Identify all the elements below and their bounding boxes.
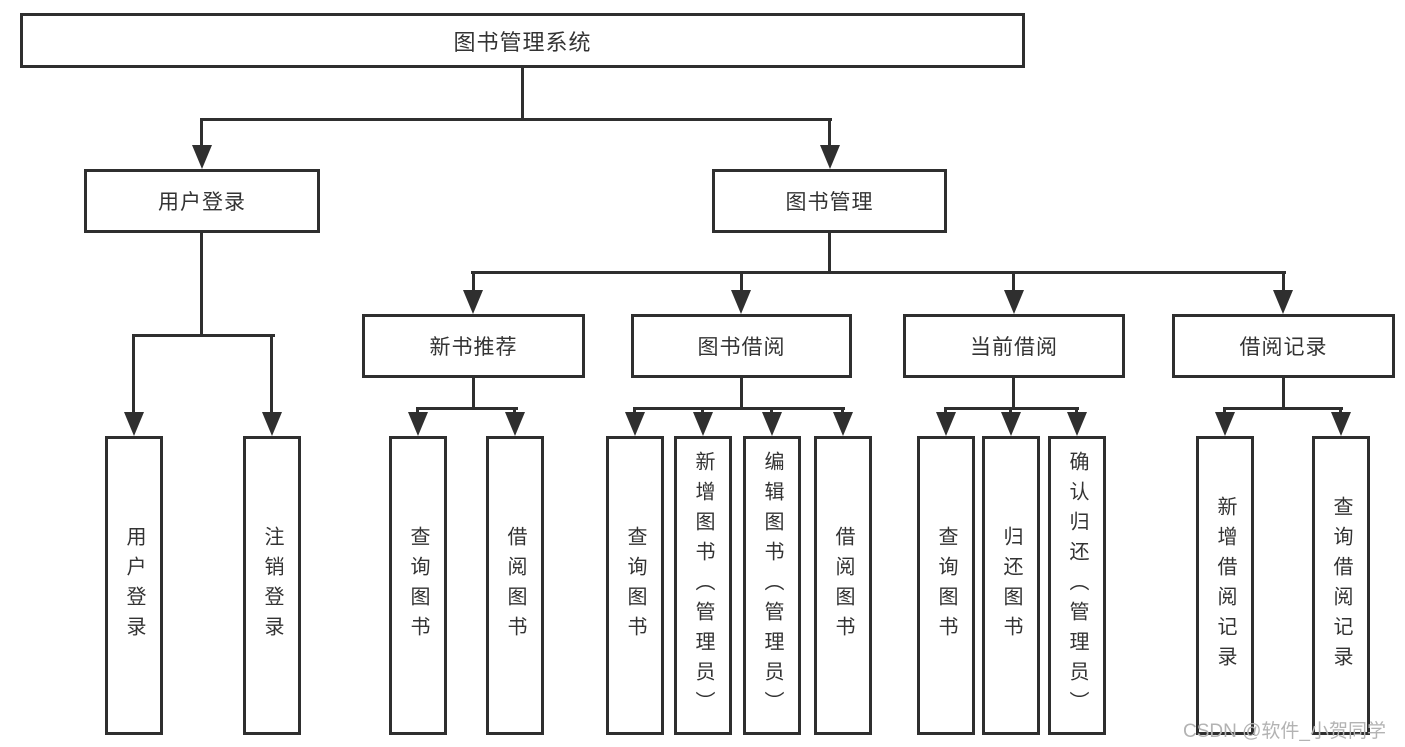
- leaf-confirm-return-admin-label: 确认归还（管理员）: [1066, 450, 1088, 721]
- leaf-edit-book-admin: 编辑图书（管理员）: [743, 436, 801, 735]
- connector-userlogin-branch-2: [270, 334, 273, 418]
- leaf-logout-label: 注销登录: [261, 525, 283, 646]
- leaf-add-book-admin-label: 新增图书（管理员）: [692, 450, 714, 721]
- connector-records-branch-2: [1339, 407, 1342, 416]
- connector-bookmgmt-vline: [828, 233, 831, 274]
- node-library-system-label: 图书管理系统: [453, 29, 592, 55]
- node-user-login-label: 用户登录: [158, 191, 246, 214]
- connector-root-branch-right: [828, 118, 831, 152]
- connector-borrow-branch-3: [770, 407, 773, 416]
- connector-borrow-branch-2: [701, 407, 704, 416]
- leaf-edit-book-admin-label: 编辑图书（管理员）: [761, 450, 783, 721]
- arrowhead-to-user-login: [192, 145, 212, 169]
- node-book-borrow-label: 图书借阅: [697, 336, 786, 359]
- leaf-borrow-books-borrow: 借阅图书: [814, 436, 872, 735]
- connector-borrow-vline: [740, 378, 743, 410]
- leaf-query-books-current: 查询图书: [917, 436, 975, 735]
- node-new-book-recommend: 新书推荐: [362, 314, 585, 378]
- node-book-management: 图书管理: [712, 169, 947, 233]
- connector-recommend-branch-1: [416, 407, 419, 416]
- node-borrow-records: 借阅记录: [1172, 314, 1395, 378]
- node-new-book-recommend-label: 新书推荐: [429, 336, 518, 359]
- arrowhead-to-leaf-add-record: [1215, 412, 1235, 436]
- leaf-return-books: 归还图书: [982, 436, 1040, 735]
- leaf-query-books-current-label: 查询图书: [935, 525, 957, 646]
- connector-borrow-branch-1: [633, 407, 636, 416]
- leaf-query-borrow-record-label: 查询借阅记录: [1330, 495, 1352, 676]
- arrowhead-to-leaf-return-books: [1001, 412, 1021, 436]
- connector-userlogin-branch-1: [132, 334, 135, 418]
- leaf-query-books-recommend: 查询图书: [389, 436, 447, 735]
- connector-current-branch-2: [1009, 407, 1012, 416]
- csdn-watermark: CSDN @软件_小贺同学: [1183, 721, 1386, 742]
- arrowhead-to-borrow-records: [1273, 290, 1293, 314]
- connector-recommend-branch-2: [513, 407, 516, 416]
- node-book-management-label: 图书管理: [785, 191, 874, 214]
- connector-recommend-vline: [472, 378, 475, 410]
- leaf-query-books-borrow-label: 查询图书: [624, 525, 646, 646]
- leaf-confirm-return-admin: 确认归还（管理员）: [1048, 436, 1106, 735]
- arrowhead-to-leaf-query-current: [936, 412, 956, 436]
- node-current-borrow: 当前借阅: [903, 314, 1125, 378]
- node-book-borrow: 图书借阅: [631, 314, 852, 378]
- leaf-return-books-label: 归还图书: [1000, 525, 1022, 646]
- connector-recommend-hline: [416, 407, 518, 410]
- leaf-user-login: 用户登录: [105, 436, 163, 735]
- connector-bookmgmt-branch-3: [1012, 271, 1015, 292]
- connector-bookmgmt-branch-4: [1282, 271, 1285, 292]
- connector-userlogin-vline: [200, 233, 203, 336]
- leaf-add-borrow-record-label: 新增借阅记录: [1214, 495, 1236, 676]
- arrowhead-to-leaf-borrow-recommend: [505, 412, 525, 436]
- connector-current-branch-3: [1075, 407, 1078, 416]
- arrowhead-to-book-management: [820, 145, 840, 169]
- node-current-borrow-label: 当前借阅: [970, 336, 1058, 359]
- leaf-borrow-books-borrow-label: 借阅图书: [832, 525, 854, 646]
- connector-userlogin-hline: [132, 334, 275, 337]
- connector-current-branch-1: [944, 407, 947, 416]
- leaf-query-books-recommend-label: 查询图书: [407, 525, 429, 646]
- connector-bookmgmt-branch-2: [740, 271, 743, 292]
- connector-borrow-hline: [633, 407, 845, 410]
- arrowhead-to-leaf-query-borrow: [625, 412, 645, 436]
- leaf-add-book-admin: 新增图书（管理员）: [674, 436, 732, 735]
- arrowhead-to-new-book-recommend: [463, 290, 483, 314]
- leaf-add-borrow-record: 新增借阅记录: [1196, 436, 1254, 735]
- leaf-user-login-label: 用户登录: [123, 525, 145, 646]
- node-user-login: 用户登录: [84, 169, 320, 233]
- leaf-logout: 注销登录: [243, 436, 301, 735]
- arrowhead-to-leaf-user-login: [124, 412, 144, 436]
- arrowhead-to-leaf-query-record: [1331, 412, 1351, 436]
- arrowhead-to-book-borrow: [731, 290, 751, 314]
- arrowhead-to-leaf-confirm-return: [1067, 412, 1087, 436]
- leaf-borrow-books-recommend: 借阅图书: [486, 436, 544, 735]
- node-library-system: 图书管理系统: [20, 13, 1025, 68]
- node-borrow-records-label: 借阅记录: [1239, 336, 1328, 359]
- arrowhead-to-leaf-borrow-book: [833, 412, 853, 436]
- arrowhead-to-current-borrow: [1004, 290, 1024, 314]
- leaf-query-borrow-record: 查询借阅记录: [1312, 436, 1370, 735]
- leaf-borrow-books-recommend-label: 借阅图书: [504, 525, 526, 646]
- arrowhead-to-leaf-add-book: [693, 412, 713, 436]
- leaf-query-books-borrow: 查询图书: [606, 436, 664, 735]
- connector-borrow-branch-4: [841, 407, 844, 416]
- connector-root-hline: [200, 118, 832, 121]
- connector-bookmgmt-branch-1: [472, 271, 475, 292]
- arrowhead-to-leaf-logout: [262, 412, 282, 436]
- connector-records-hline: [1223, 407, 1343, 410]
- arrowhead-to-leaf-query-recommend: [408, 412, 428, 436]
- connector-root-branch-left: [200, 118, 203, 152]
- connector-root-vline: [521, 68, 524, 121]
- connector-current-vline: [1012, 378, 1015, 410]
- connector-bookmgmt-hline: [471, 271, 1286, 274]
- arrowhead-to-leaf-edit-book: [762, 412, 782, 436]
- connector-records-vline: [1282, 378, 1285, 410]
- connector-records-branch-1: [1223, 407, 1226, 416]
